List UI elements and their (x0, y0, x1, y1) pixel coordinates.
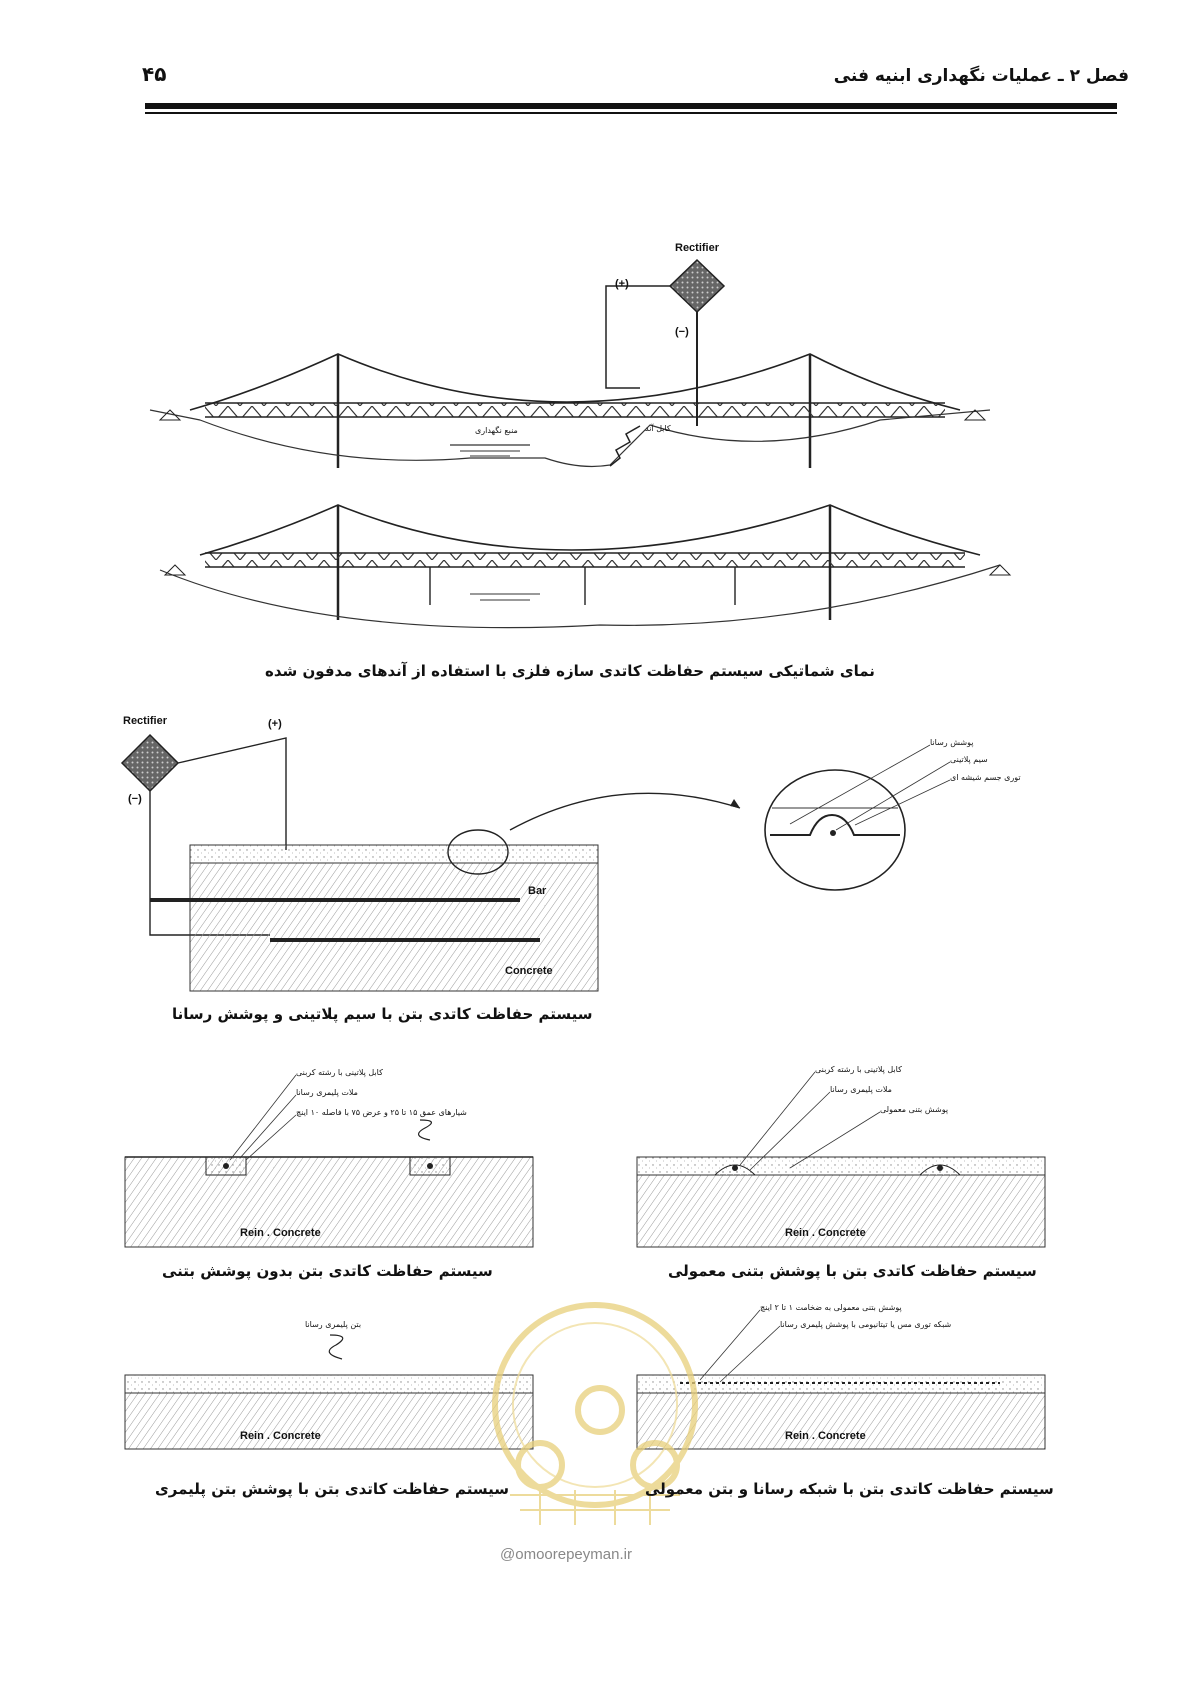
fig4-label-mortar: ملات پلیمری رسانا (830, 1085, 892, 1094)
figure-1-caption: نمای شماتیکی سیستم حفاظت کاتدی سازه فلزی… (265, 662, 875, 680)
bridge-figure-1 (149, 258, 991, 468)
fig3-label-cable: کابل پلاتینی با رشته کربنی (296, 1068, 383, 1077)
watermark-seal (492, 1302, 698, 1525)
slab-figure (120, 733, 951, 992)
watermark-url: @omoorepeyman.ir (500, 1546, 632, 1563)
anode-label: کابل آند (645, 424, 671, 433)
detail-label-coating: پوشش رسانا (930, 738, 974, 747)
fig6-label-mesh: شبکه توری مس یا تیتانیومی با پوشش پلیمری… (780, 1320, 952, 1329)
fig4-label-overlay: پوشش بتنی معمولی (880, 1105, 949, 1114)
fig5-concrete-label: Rein . Concrete (240, 1430, 321, 1442)
detail-label-wire: سیم پلاتینی (950, 755, 988, 764)
fig6-label-overlay: پوشش بتنی معمولی به ضخامت ۱ تا ۲ اینچ (760, 1303, 902, 1312)
chapter-title: فصل ۲ ـ عملیات نگهداری ابنیه فنی (833, 66, 1129, 86)
figure-2-caption: سیستم حفاظت کاتدی بتن با سیم پلاتینی و پ… (172, 1005, 593, 1023)
rectifier-label-2: Rectifier (123, 715, 168, 727)
plus-terminal-label: (+) (615, 278, 629, 290)
page-number: ۴۵ (142, 62, 167, 86)
figure-6-caption: سیستم حفاظت کاتدی بتن با شبکه رسانا و بت… (645, 1480, 1054, 1498)
header-rule-thin (145, 112, 1117, 114)
fig6-concrete-label: Rein . Concrete (785, 1430, 866, 1442)
bridge-figure-2 (159, 504, 1012, 629)
water-label: منبع نگهداری (475, 426, 518, 435)
rectifier-label: Rectifier (675, 242, 720, 254)
fig3-label-mortar: ملات پلیمری رسانا (296, 1088, 358, 1097)
fig5-label-polymer: بتن پلیمری رسانا (305, 1320, 362, 1329)
slab-no-overlay (124, 1074, 534, 1248)
slab-mesh-overlay (636, 1309, 1046, 1450)
detail-label-mesh: توری جسم شیشه ای (950, 773, 1021, 782)
figure-3-caption: سیستم حفاظت کاتدی بتن بدون پوشش بتنی (162, 1262, 493, 1280)
slab-polymer-overlay (124, 1334, 534, 1450)
fig4-label-cable: کابل پلاتینی با رشته کربنی (815, 1065, 902, 1074)
header-rule (145, 103, 1117, 109)
fig3-concrete-label: Rein . Concrete (240, 1227, 321, 1239)
bar-label: Bar (528, 885, 547, 897)
plus-terminal-label-2: (+) (268, 718, 282, 730)
minus-terminal-label-2: (−) (128, 793, 142, 805)
fig4-concrete-label: Rein . Concrete (785, 1227, 866, 1239)
minus-terminal-label: (−) (675, 326, 689, 338)
concrete-label: Concrete (505, 965, 553, 977)
fig3-label-grooves: شیارهای عمق ۱۵ تا ۲۵ و عرض ۷۵ با فاصله ۱… (296, 1108, 467, 1117)
rectifier-icon-2 (120, 733, 180, 793)
rectifier-icon (668, 258, 726, 314)
slab-normal-overlay (636, 1071, 1046, 1248)
figure-5-caption: سیستم حفاظت کاتدی بتن با پوشش بتن پلیمری (155, 1480, 510, 1498)
figure-4-caption: سیستم حفاظت کاتدی بتن با پوشش بتنی معمول… (668, 1262, 1037, 1280)
